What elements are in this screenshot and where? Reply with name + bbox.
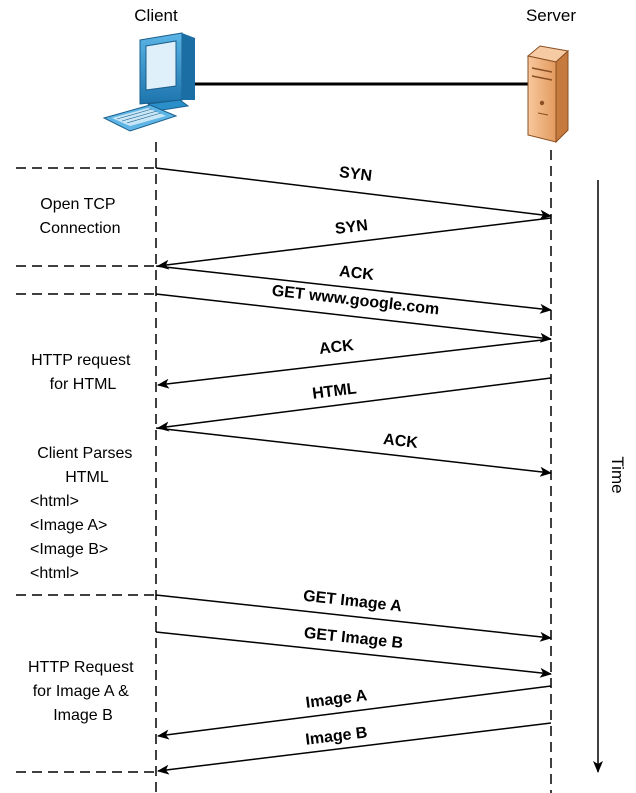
server-label: Server <box>526 6 576 25</box>
msg-label-html: HTML <box>311 380 357 402</box>
phase-client-parses: Client Parses HTML <box>37 445 137 486</box>
phase-http-request-html: HTTP request for HTML <box>31 352 135 393</box>
msg-label-ack-3: ACK <box>382 431 419 452</box>
msg-label-syn-1: SYN <box>338 164 373 185</box>
message-arrows <box>155 167 552 775</box>
client-computer-icon <box>102 32 195 132</box>
server-tower-icon <box>526 45 570 144</box>
msg-label-get-image-a: GET Image A <box>302 588 403 616</box>
arrow-get-image-b <box>155 631 552 678</box>
arrow-ack-1 <box>155 265 552 314</box>
msg-label-image-a: Image A <box>305 687 369 712</box>
arrow-syn-1 <box>155 167 552 220</box>
phase-separators <box>16 167 156 773</box>
msg-label-get-image-b: GET Image B <box>303 625 404 652</box>
arrow-image-b <box>157 722 552 775</box>
msg-label-ack-1: ACK <box>338 263 375 284</box>
arrow-ack-2 <box>157 338 552 389</box>
arrow-ack-3 <box>155 427 552 477</box>
arrow-image-a <box>157 685 552 740</box>
msg-label-image-b: Image B <box>305 724 369 748</box>
arrow-get-google <box>155 293 552 343</box>
arrow-html <box>157 377 552 432</box>
phase-open-tcp: Open TCP Connection <box>40 196 121 237</box>
time-label: Time <box>608 456 627 493</box>
msg-label-ack-2: ACK <box>318 337 355 358</box>
client-label: Client <box>134 6 178 25</box>
phase-html-tags: <html> <Image A> <Image B> <html> <box>30 493 113 582</box>
arrow-syn-2 <box>157 217 552 270</box>
phase-http-request-images: HTTP Request for Image A & Image B <box>28 659 138 724</box>
arrow-get-image-a <box>155 594 552 642</box>
msg-label-syn-2: SYN <box>334 217 369 238</box>
